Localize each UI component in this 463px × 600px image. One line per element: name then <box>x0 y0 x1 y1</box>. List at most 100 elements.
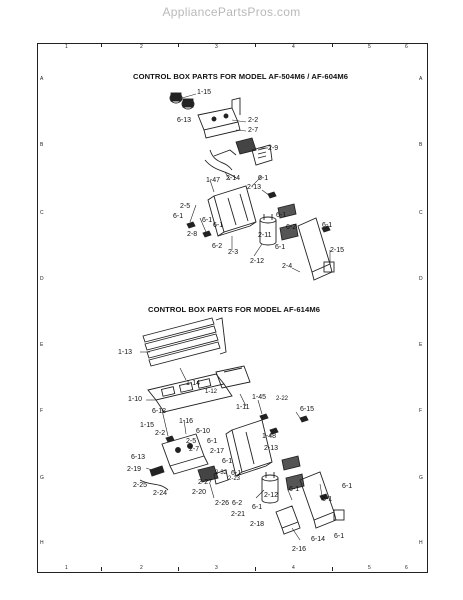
control-box-part <box>207 185 257 237</box>
callout-label: 1-47 <box>206 177 221 184</box>
capacitor-part <box>261 472 279 504</box>
callout-label: 2-19 <box>127 466 142 473</box>
callout-label: 2-13 <box>247 184 262 191</box>
relay-part <box>197 465 229 485</box>
ruler-number: 4 <box>292 44 295 50</box>
callout-label: 2-14 <box>226 175 241 182</box>
callout-label: 1-15 <box>140 422 155 429</box>
ruler-letter: G <box>419 475 423 481</box>
ruler-letter: D <box>40 276 44 282</box>
callout-label: 1-48 <box>262 433 277 440</box>
ruler-letter: H <box>419 540 423 546</box>
ruler-letter: D <box>419 276 423 282</box>
callout-label: 6-12 <box>152 408 167 415</box>
ruler-tick <box>101 43 102 47</box>
ruler-number: 5 <box>368 44 371 50</box>
callout-label: 1-12 <box>205 389 218 395</box>
callout-label: 6-2 <box>232 500 243 507</box>
callout-label: 6-1 <box>202 217 213 224</box>
callout-label: 2-20 <box>192 489 207 496</box>
ruler-number: 1 <box>65 565 68 571</box>
section1-title: CONTROL BOX PARTS FOR MODEL AF-504M6 / A… <box>133 72 349 81</box>
ruler-letter: G <box>40 475 44 481</box>
ruler-tick <box>332 43 333 47</box>
terminal-part <box>281 455 305 491</box>
ruler-number: 6 <box>405 44 408 50</box>
callout-label: 2-2 <box>155 430 166 437</box>
callout-label: 2-18 <box>250 521 265 528</box>
switch-part <box>235 137 273 166</box>
callout-label: 6-10 <box>196 428 211 435</box>
ruler-tick <box>255 43 256 47</box>
ruler-number: 3 <box>215 44 218 50</box>
callout-label: 2-15 <box>330 247 345 254</box>
callout-label: 6-1 <box>222 458 233 465</box>
ruler-number: 2 <box>140 44 143 50</box>
callout-label: 2-26 <box>215 500 230 507</box>
callout-label: 6-1 <box>252 504 263 511</box>
callout-label: 6-1 <box>258 175 269 182</box>
ruler-letter: B <box>419 142 423 148</box>
ruler-number: 1 <box>65 44 68 50</box>
ruler-letter: E <box>40 342 44 348</box>
callout-label: 6-1 <box>342 483 353 490</box>
callout-label: 2-5 <box>186 438 197 445</box>
callout-label: 1-14 <box>186 380 201 387</box>
callout-label: 1-13 <box>118 349 133 356</box>
bracket-part <box>275 505 301 535</box>
ruler-letter: A <box>419 76 423 82</box>
callout-label: 6-1 <box>275 244 286 251</box>
callout-label: 6-13 <box>131 454 146 461</box>
callout-label: 6-1 <box>207 438 218 445</box>
callout-label: 6-13 <box>177 117 192 124</box>
callout-label: 6-1 <box>289 486 300 493</box>
callout-label: 2-2 <box>248 117 259 124</box>
callout-label: 2-12 <box>264 492 279 499</box>
display-panel-part <box>215 365 251 389</box>
ruler-tick <box>332 567 333 571</box>
watermark: AppliancePartsPros.com <box>162 5 301 19</box>
callout-label: 2-24 <box>153 490 168 497</box>
callout-label: 2-9 <box>268 145 279 152</box>
capacitor-part <box>259 214 277 246</box>
callout-label: 2-27 <box>198 479 213 486</box>
callout-label: 1-16 <box>179 418 194 425</box>
callout-label: 6-1 <box>322 496 333 503</box>
callout-label: 6-1 <box>231 470 242 477</box>
ruler-tick <box>178 567 179 571</box>
control-box-part <box>225 419 273 477</box>
callout-label: 2-11 <box>258 232 272 239</box>
cover-panel-part <box>299 471 345 529</box>
callout-label: 2-16 <box>292 546 307 553</box>
callout-label: 2-25 <box>133 482 148 489</box>
callout-label: 2-22 <box>276 396 289 402</box>
ruler-tick <box>101 567 102 571</box>
ruler-number: 5 <box>368 565 371 571</box>
ruler-number: 4 <box>292 565 295 571</box>
callout-label: 1-45 <box>252 394 267 401</box>
callout-label: 6-1 <box>173 213 184 220</box>
louver-part <box>142 317 227 367</box>
callout-label: 1-15 <box>197 89 212 96</box>
callout-label: 2-5 <box>180 203 191 210</box>
callout-label: 2-13 <box>264 445 279 452</box>
section2-title: CONTROL BOX PARTS FOR MODEL AF-614M6 <box>148 305 321 314</box>
callout-label: 1-10 <box>128 396 143 403</box>
callout-label: 6-15 <box>300 406 315 413</box>
callout-label: 6-1 <box>334 533 345 540</box>
ruler-number: 6 <box>405 565 408 571</box>
callout-label: 2-8 <box>187 231 198 238</box>
leader-lines <box>140 351 323 541</box>
callout-label: 2-12 <box>250 258 265 265</box>
callout-label: 2-23 <box>228 476 241 482</box>
callout-label: 2-3 <box>228 249 239 256</box>
leader-lines <box>181 93 331 273</box>
ruler-number: 3 <box>215 565 218 571</box>
callout-label: 2-21 <box>231 511 246 518</box>
callout-label: 2-7 <box>189 446 200 453</box>
bracket-part <box>197 97 241 139</box>
ruler-tick <box>255 567 256 571</box>
ruler-letter: C <box>419 210 423 216</box>
front-frame-part <box>147 373 233 413</box>
ruler-letter: E <box>419 342 423 348</box>
